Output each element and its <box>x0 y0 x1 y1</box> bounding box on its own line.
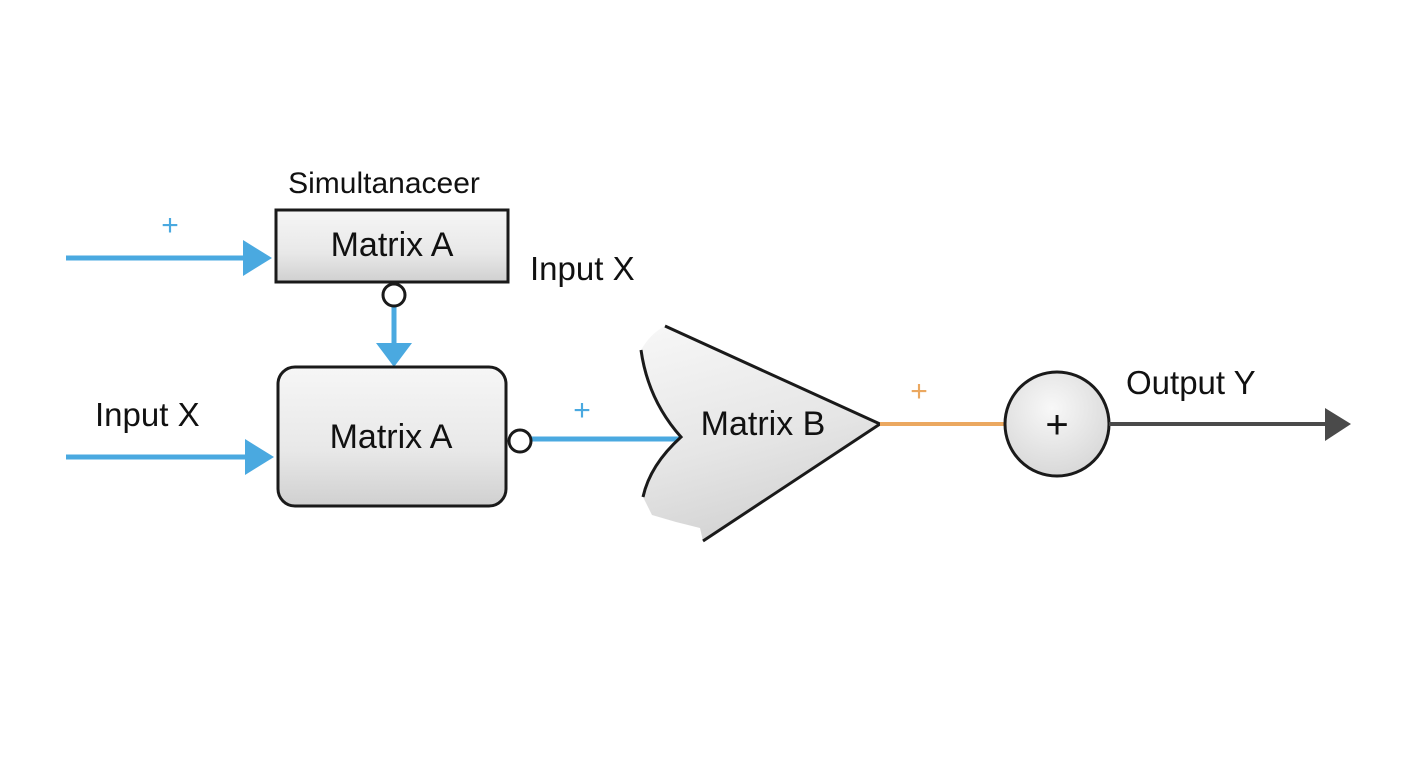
top-input-arrow <box>66 240 272 276</box>
matrix-a-middle-label: Matrix A <box>330 418 453 456</box>
left-input-arrow <box>66 439 274 475</box>
diagram-title: Simultanaceer <box>288 167 480 200</box>
matrix-a-top-block[interactable]: Matrix A <box>274 208 510 284</box>
input-x-top-label: Input X <box>530 250 635 287</box>
top-to-middle-connector <box>376 282 412 367</box>
matrix-a-middle-block[interactable]: Matrix A <box>276 365 508 508</box>
matrix-b-block[interactable]: Matrix B <box>639 324 884 543</box>
plus-icon: + <box>1045 403 1068 447</box>
summing-junction[interactable]: + <box>1003 370 1111 478</box>
amplifier-output-sign: + <box>910 375 928 408</box>
middle-output-sign: + <box>573 394 591 427</box>
matrix-b-label: Matrix B <box>701 405 826 443</box>
matrix-a-top-label: Matrix A <box>331 226 454 264</box>
output-y-label: Output Y <box>1126 364 1256 401</box>
input-x-left-label: Input X <box>95 396 200 433</box>
top-input-sign: + <box>161 209 179 242</box>
top-output-port <box>381 282 407 308</box>
output-arrow <box>1109 408 1351 441</box>
middle-output-line <box>507 428 680 454</box>
middle-output-port <box>507 428 533 454</box>
